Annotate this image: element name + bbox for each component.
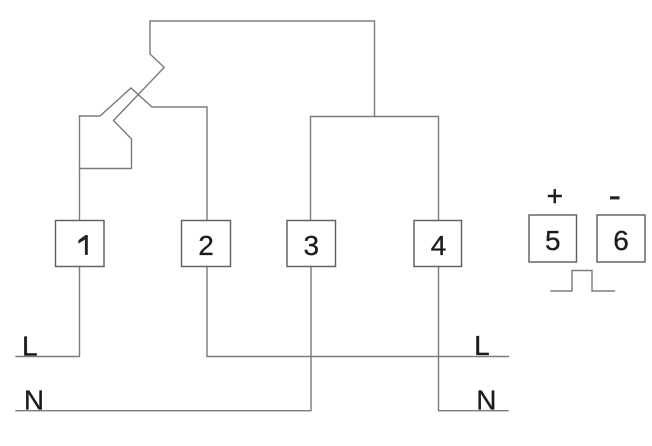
svg-text:6: 6 [613,225,629,256]
svg-text:L: L [22,330,38,361]
svg-text:2: 2 [198,230,214,261]
svg-text:N: N [476,385,496,416]
svg-text:4: 4 [431,230,447,261]
svg-text:5: 5 [545,225,561,256]
svg-text:L: L [474,330,490,361]
svg-text:N: N [24,385,44,416]
svg-text:3: 3 [304,230,320,261]
svg-text:+: + [547,181,563,212]
